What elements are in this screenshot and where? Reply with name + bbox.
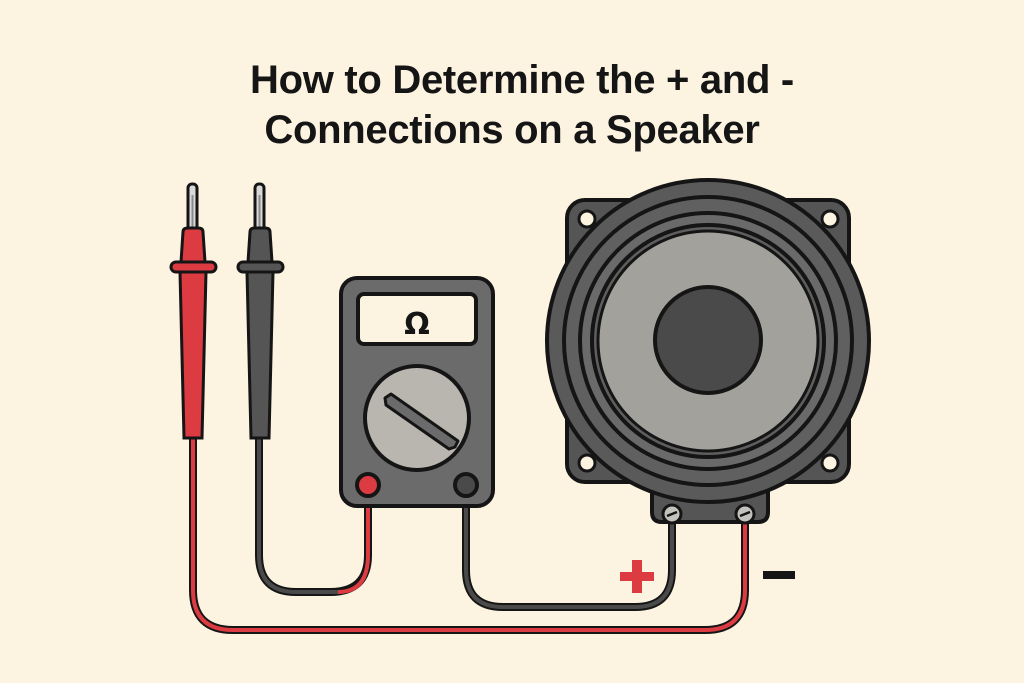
title-line-1: How to Determine the + and -: [250, 58, 794, 102]
ohm-symbol: Ω: [404, 307, 430, 342]
dust-cap: [653, 285, 763, 395]
minus-sign-icon: [763, 571, 795, 579]
red-input-jack[interactable]: [355, 472, 381, 498]
mounting-hole: [577, 209, 597, 229]
red-probe[interactable]: [169, 182, 218, 440]
black-wire-to-meter: [255, 431, 372, 596]
plus-sign-icon: [620, 560, 654, 593]
mounting-hole: [820, 453, 840, 473]
black-input-jack[interactable]: [453, 472, 479, 498]
black-wire-to-positive: [462, 486, 676, 611]
red-wire-to-negative: [189, 431, 749, 634]
mounting-hole: [577, 453, 597, 473]
negative-terminal[interactable]: [734, 503, 756, 525]
selector-dial[interactable]: [363, 364, 471, 472]
mounting-hole: [820, 209, 840, 229]
meter-display: [356, 292, 478, 346]
multimeter: Ω: [339, 276, 495, 508]
diagram-title: How to Determine the + and - Connections…: [0, 55, 1024, 155]
title-line-2: Connections on a Speaker: [264, 108, 760, 152]
black-probe[interactable]: [236, 182, 285, 440]
positive-terminal[interactable]: [661, 503, 683, 525]
speaker: [545, 178, 871, 525]
